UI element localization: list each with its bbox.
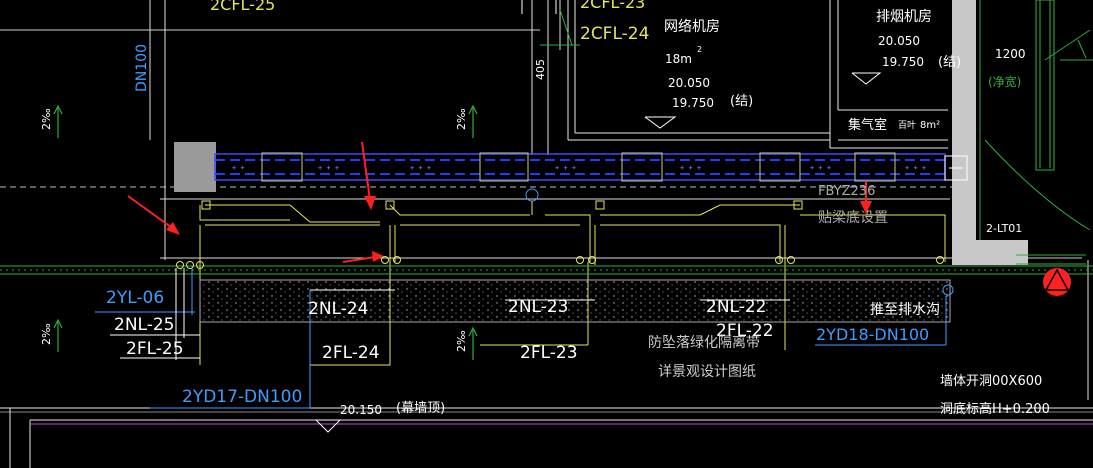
svg-text:+ + +: + + +	[680, 164, 701, 172]
label-slope-1: 2‰	[40, 108, 53, 130]
label-yd17: 2YD17-DN100	[182, 387, 302, 407]
label-fl25: 2FL-25	[126, 339, 184, 359]
leader-lines	[95, 268, 947, 409]
markup-arrows	[127, 141, 872, 263]
label-yl06: 2YL-06	[106, 288, 164, 308]
label-elev-19750-b: 19.750	[882, 55, 924, 69]
label-fl24: 2FL-24	[322, 343, 380, 363]
label-elev-19750-a: 19.750	[672, 96, 714, 110]
label-struct-a: (结)	[730, 94, 753, 109]
label-fl23: 2FL-23	[520, 343, 578, 363]
label-clean-stair: (净宽)	[988, 74, 1021, 89]
label-nl22: 2NL-22	[706, 297, 766, 317]
small-markers	[521, 0, 557, 14]
label-top-cfl24: 2CFL-24	[580, 24, 649, 44]
cfl-leader	[540, 9, 1087, 59]
label-lt01: 2-LT01	[986, 222, 1022, 235]
structural-column-left	[174, 142, 216, 192]
label-drain-outlet: 推至排水沟	[870, 302, 940, 318]
label-nl23: 2NL-23	[508, 297, 568, 317]
label-dim-1200: 1200	[995, 47, 1026, 61]
label-top-cfl23: 2CFL-23	[580, 0, 645, 12]
label-elev-20050-a: 20.050	[668, 76, 710, 90]
label-elev-20150: 20.150	[340, 403, 382, 417]
label-wall-opening: 墙体开洞00X600	[940, 374, 1042, 389]
stair-outline	[979, 0, 1093, 265]
label-gas-room-area: 8m²	[920, 120, 940, 131]
pipe-routing	[199, 204, 946, 366]
label-network-room: 网络机房	[664, 19, 720, 35]
label-nl24: 2NL-24	[308, 299, 368, 319]
index-symbol	[1043, 268, 1071, 296]
label-dim-405: 405	[534, 59, 547, 80]
svg-text:+ + +: + + +	[410, 164, 431, 172]
label-nl25: 2NL-25	[114, 315, 174, 335]
slope-arrows	[53, 104, 478, 360]
label-green-note-2: 详景观设计图纸	[658, 364, 756, 380]
label-beam-note: 贴梁底设置	[818, 210, 888, 226]
floor-drain-fittings	[176, 256, 954, 296]
planter-band	[0, 265, 1093, 323]
label-struct-b: (结)	[938, 55, 961, 70]
label-top-cfl25: 2CFL-25	[210, 0, 275, 14]
label-gas-room: 集气室	[848, 117, 887, 133]
svg-text:+ + +: + + +	[905, 164, 926, 172]
label-yd18: 2YD18-DN100	[816, 325, 929, 344]
label-fl22: 2FL-22	[716, 321, 774, 341]
label-opening-bottom: 洞底标高H+0.200	[940, 401, 1050, 417]
label-dn100-vertical: DN100	[134, 44, 150, 92]
svg-text:+ + +: + + +	[810, 164, 831, 172]
label-slope-2: 2‰	[455, 108, 468, 130]
label-network-area: 18m	[665, 52, 692, 66]
axis-lines	[149, 0, 1089, 400]
label-gas-room-detail: 百叶	[898, 120, 916, 131]
label-green-note-1: 防坠落绿化隔离带	[648, 334, 760, 351]
svg-text:+ +: + +	[232, 164, 245, 172]
label-smoke-room: 排烟机房	[876, 9, 932, 25]
label-elev-20050-b: 20.050	[878, 34, 920, 48]
svg-text:+ + +: + + +	[318, 164, 339, 172]
elevation-markers	[315, 72, 882, 433]
drain-pipe-band: + + + + + + + + + + + + + + + + + + + +	[214, 152, 968, 182]
label-slope-3: 2‰	[40, 323, 53, 345]
svg-text:+ + +: + + +	[555, 164, 576, 172]
label-curtain-top: (幕墙顶)	[396, 401, 445, 416]
label-network-area-sup: 2	[697, 45, 702, 54]
structural-wall-right	[952, 0, 1028, 265]
label-fbyz: FBYZ236	[818, 184, 875, 199]
label-slope-4: 2‰	[455, 330, 468, 352]
pipe-fittings	[201, 188, 803, 215]
